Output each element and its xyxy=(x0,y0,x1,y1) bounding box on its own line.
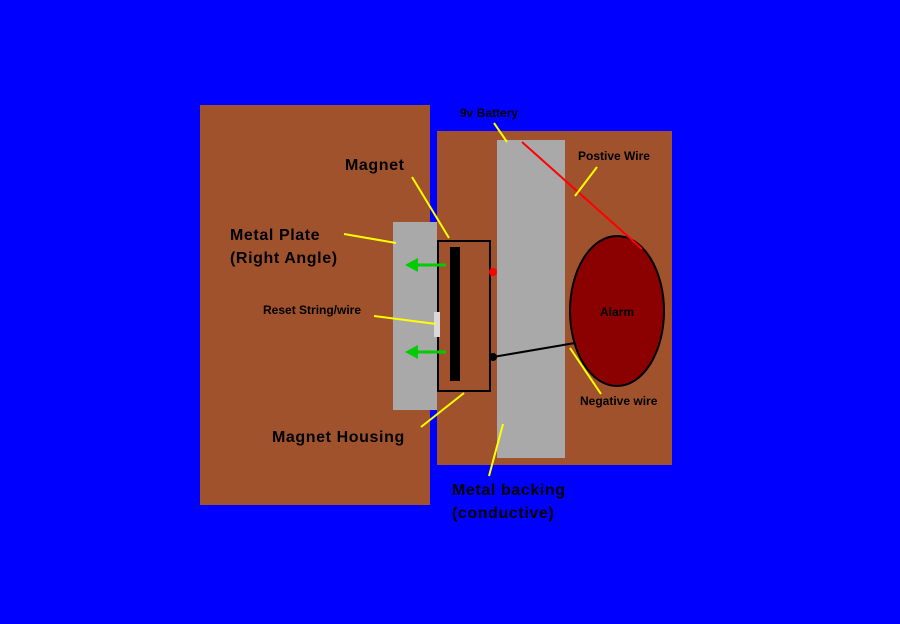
metal-backing-label-line1: Metal backing xyxy=(452,482,566,499)
positive-wire-label: Postive Wire xyxy=(578,149,650,163)
battery-label: 9v Battery xyxy=(460,106,519,120)
metal-plate-label: Metal Plate (Right Angle) xyxy=(230,224,338,270)
negative-wire-label: Negative wire xyxy=(580,394,658,408)
metal-plate xyxy=(393,222,437,410)
magnet-housing-label: Magnet Housing xyxy=(272,429,405,446)
door-panel xyxy=(200,105,430,505)
metal-backing-label-line2: (conductive) xyxy=(452,505,555,522)
metal-plate-label-line2: (Right Angle) xyxy=(230,250,338,267)
reset-string-label: Reset String/wire xyxy=(263,303,362,317)
alarm-label: Alarm xyxy=(599,305,635,319)
magnet-label: Magnet xyxy=(345,157,405,174)
reset-string xyxy=(434,312,440,337)
metal-plate-label-line1: Metal Plate xyxy=(230,227,321,244)
metal-backing xyxy=(497,140,565,458)
magnet xyxy=(450,247,460,381)
magnet-housing xyxy=(437,240,491,392)
metal-backing-label: Metal backing (conductive) xyxy=(452,479,566,525)
